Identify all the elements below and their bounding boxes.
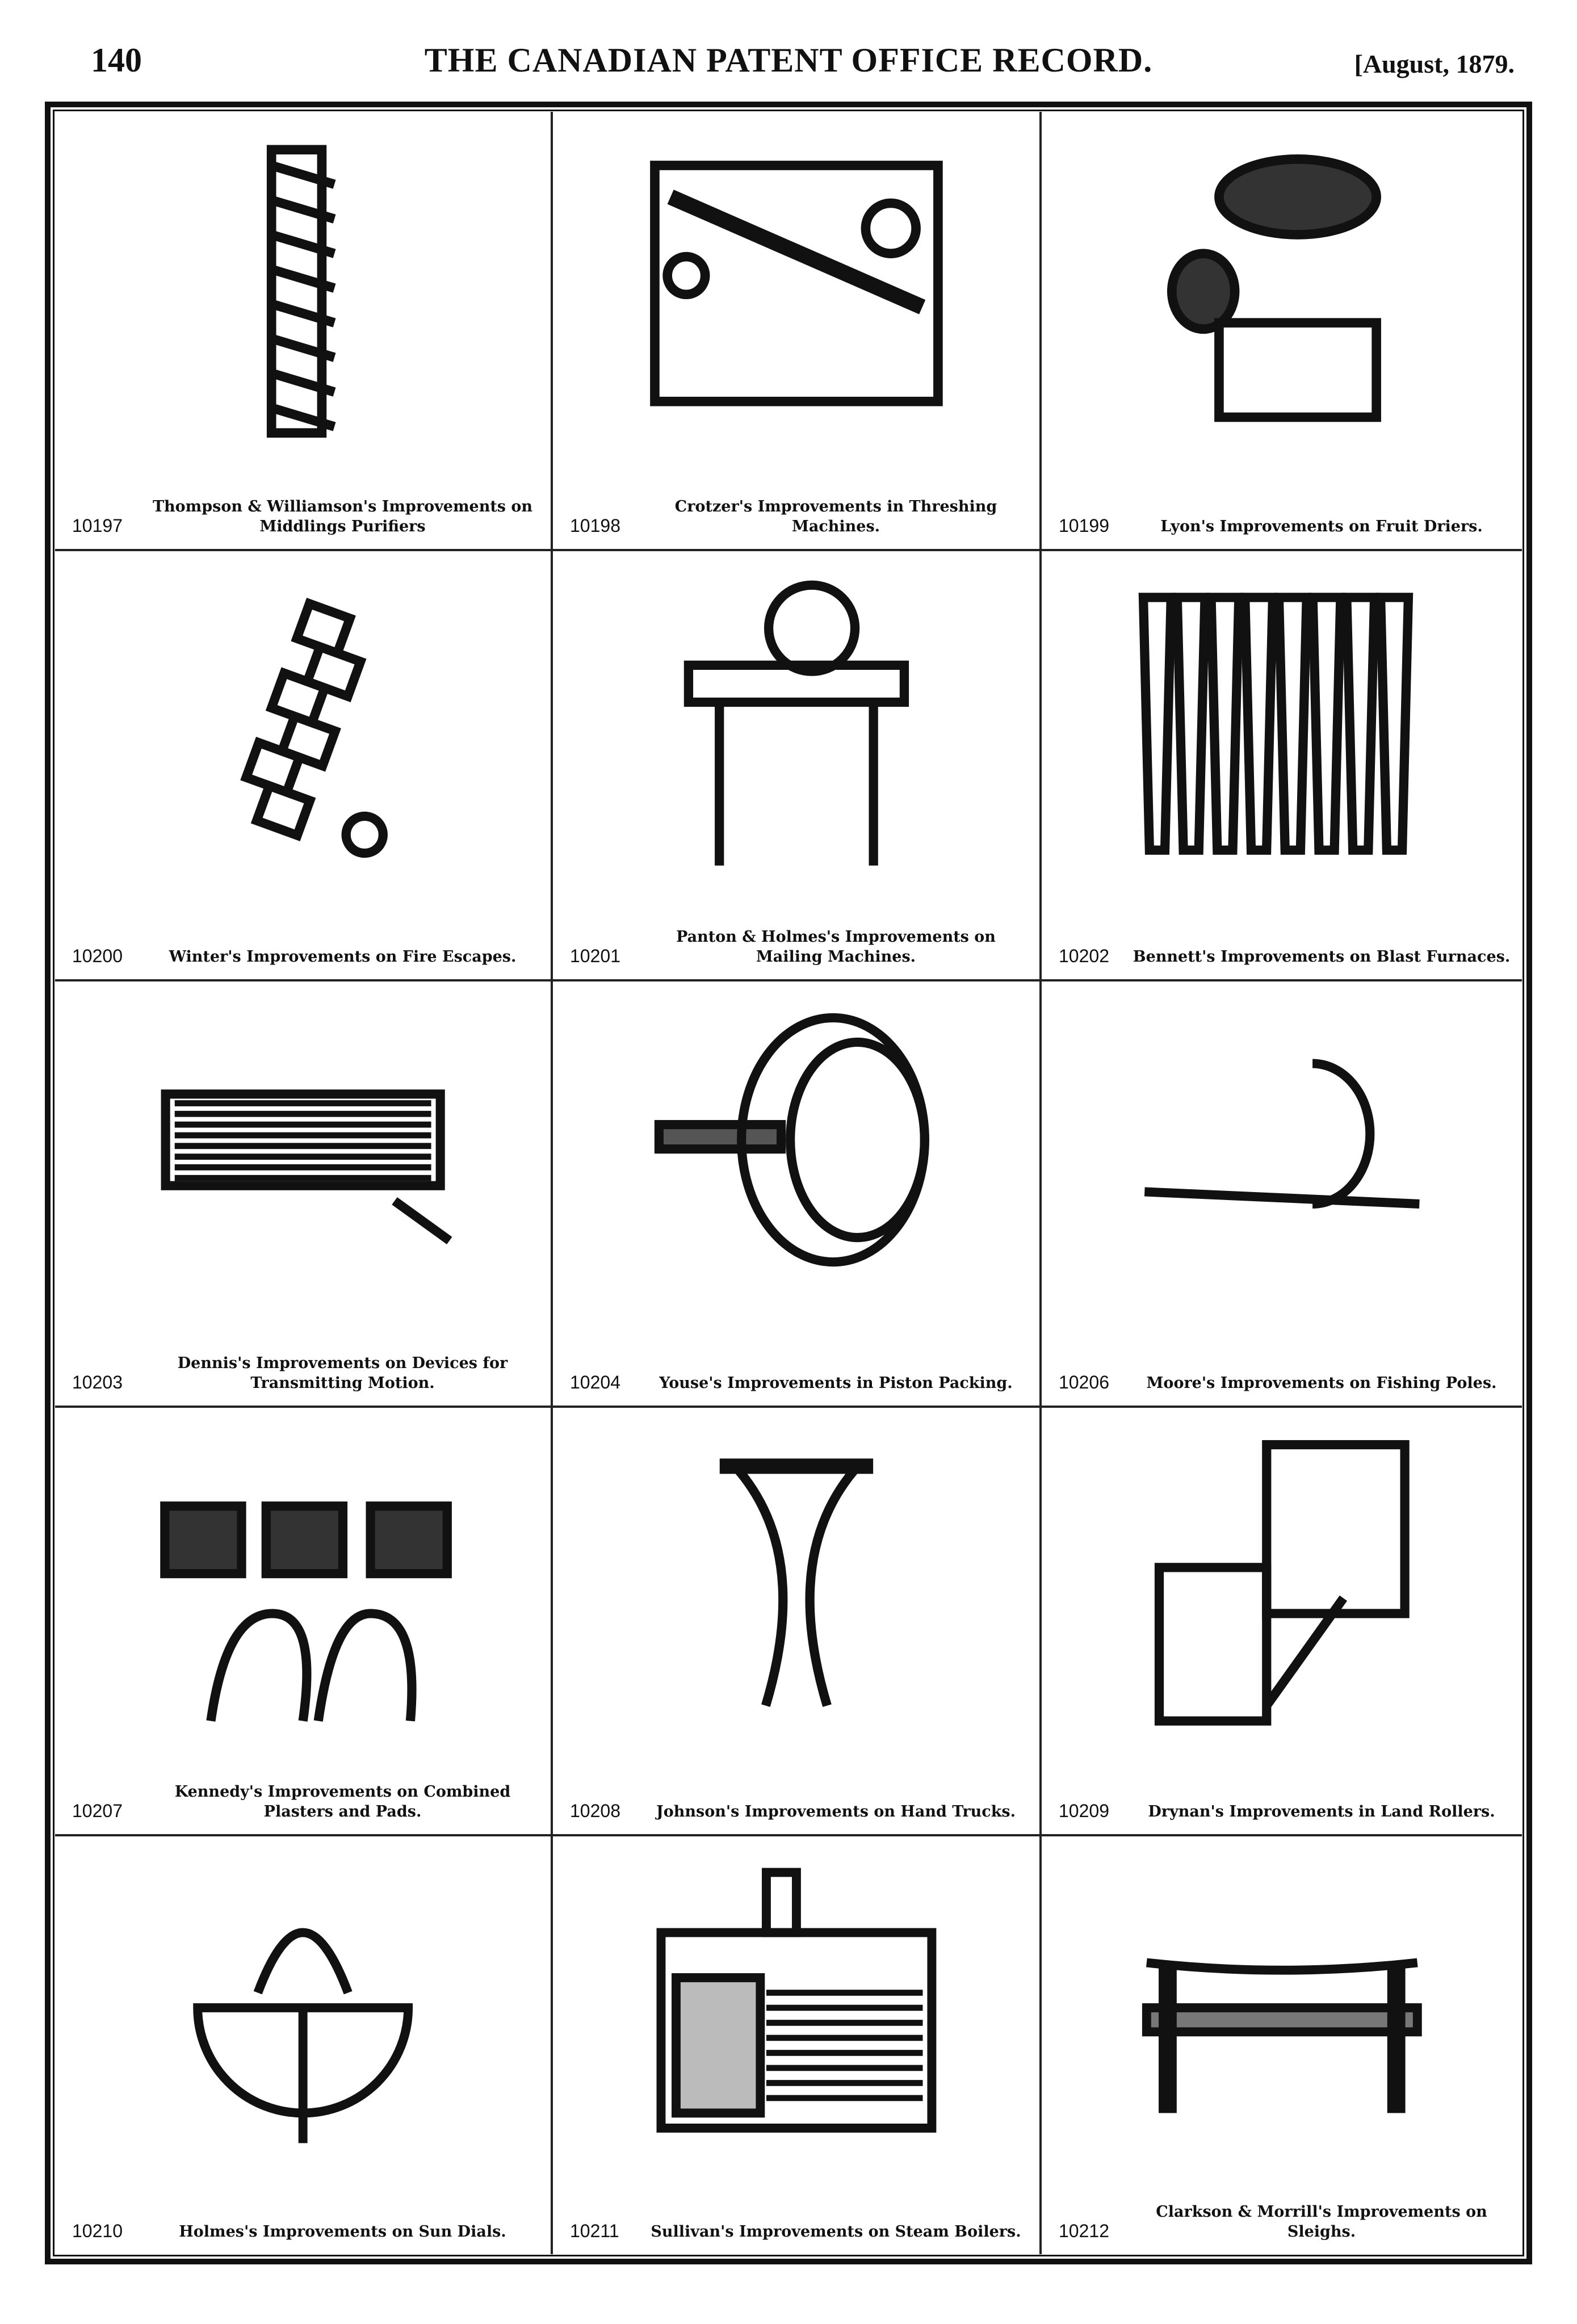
patent-title: Thompson & Williamson's Improvements on … [152, 497, 533, 535]
publication-title: THE CANADIAN PATENT OFFICE RECORD. [424, 41, 1153, 79]
patent-entry: 10210 Holmes's Improvements on Sun Dials. [55, 1836, 553, 2254]
patent-caption: 10211 Sullivan's Improvements on Steam Bo… [570, 2221, 1028, 2242]
patent-number: 10210 [72, 2221, 123, 2241]
patent-illustration [266, 144, 336, 438]
patent-entry: 10207 Kennedy's Improvements on Combined … [55, 1408, 553, 1836]
patent-number: 10206 [1059, 1372, 1109, 1392]
patent-entry: 10212 Clarkson & Morrill's Improvements o… [1042, 1836, 1522, 2254]
patent-number: 10211 [570, 2221, 619, 2241]
patent-number: 10199 [1059, 515, 1109, 536]
patent-title: Drynan's Improvements in Land Rollers. [1148, 1802, 1495, 1820]
patent-title: Kennedy's Improvements on Combined Plast… [174, 1782, 511, 1820]
patent-illustration [719, 1458, 873, 1707]
patent-title: Moore's Improvements on Fishing Poles. [1146, 1374, 1497, 1392]
patent-illustration-grid: 10197 Thompson & Williamson's Improvement… [45, 102, 1532, 2264]
patent-number: 10209 [1059, 1801, 1109, 1821]
patent-caption: 10207 Kennedy's Improvements on Combined … [72, 1782, 539, 1822]
issue-date: [August, 1879. [1354, 49, 1515, 78]
patent-entry: 10199 Lyon's Improvements on Fruit Driers… [1042, 112, 1522, 551]
patent-entry: 10200 Winter's Improvements on Fire Escap… [55, 551, 553, 981]
patent-caption: 10206 Moore's Improvements on Fishing Pol… [1059, 1372, 1511, 1393]
patent-illustration [683, 580, 909, 866]
patent-number: 10207 [72, 1801, 123, 1821]
patent-illustration [654, 1013, 929, 1267]
patent-entry: 10209 Drynan's Improvements in Land Rolle… [1042, 1408, 1522, 1836]
patent-entry: 10211 Sullivan's Improvements on Steam Bo… [553, 1836, 1042, 2254]
patent-entry: 10208 Johnson's Improvements on Hand Truc… [553, 1408, 1042, 1836]
patent-title: Lyon's Improvements on Fruit Driers. [1160, 517, 1483, 535]
patent-title: Crotzer's Improvements in Threshing Mach… [674, 497, 997, 535]
patent-illustration [1142, 1958, 1422, 2113]
patent-entry: 10204 Youse's Improvements in Piston Pack… [553, 981, 1042, 1408]
patent-number: 10197 [72, 515, 123, 536]
patent-entry: 10206 Moore's Improvements on Fishing Pol… [1042, 981, 1522, 1408]
patent-entry: 10198 Crotzer's Improvements in Threshing… [553, 112, 1042, 551]
patent-title: Panton & Holmes's Improvements on Mailin… [676, 928, 996, 966]
patent-number: 10212 [1059, 2221, 1109, 2241]
patent-caption: 10198 Crotzer's Improvements in Threshing… [570, 497, 1028, 536]
patent-title: Holmes's Improvements on Sun Dials. [179, 2222, 506, 2241]
patent-number: 10201 [570, 946, 620, 966]
patent-title: Sullivan's Improvements on Steam Boilers… [651, 2222, 1021, 2241]
patent-caption: 10202 Bennett's Improvements on Blast Fur… [1059, 946, 1511, 967]
patent-title: Johnson's Improvements on Hand Trucks. [656, 1802, 1016, 1820]
patent-caption: 10210 Holmes's Improvements on Sun Dials. [72, 2221, 539, 2242]
patent-illustration [656, 1868, 936, 2133]
patent-caption: 10212 Clarkson & Morrill's Improvements o… [1059, 2202, 1511, 2242]
patent-illustration [649, 160, 943, 406]
patent-caption: 10203 Dennis's Improvements on Devices fo… [72, 1353, 539, 1393]
patent-caption: 10200 Winter's Improvements on Fire Escap… [72, 946, 539, 967]
patent-title: Youse's Improvements in Piston Packing. [659, 1374, 1013, 1392]
patent-number: 10200 [72, 946, 123, 966]
patent-number: 10208 [570, 1801, 620, 1821]
patent-number: 10204 [570, 1372, 620, 1392]
patent-caption: 10204 Youse's Improvements in Piston Pack… [570, 1372, 1028, 1393]
patent-title: Winter's Improvements on Fire Escapes. [169, 947, 517, 966]
patent-title: Bennett's Improvements on Blast Furnaces… [1133, 947, 1511, 966]
patent-illustration [160, 1501, 452, 1722]
patent-illustration [240, 597, 388, 858]
patent-illustration [1167, 154, 1381, 422]
patent-title: Dennis's Improvements on Devices for Tra… [177, 1354, 508, 1392]
patent-illustration [1138, 592, 1413, 855]
patent-entry: 10197 Thompson & Williamson's Improvement… [55, 112, 553, 551]
patent-number: 10198 [570, 515, 620, 536]
patent-illustration [1144, 1059, 1420, 1209]
patent-caption: 10209 Drynan's Improvements in Land Rolle… [1059, 1801, 1511, 1822]
patent-illustration [1154, 1440, 1410, 1726]
patent-caption: 10197 Thompson & Williamson's Improvement… [72, 497, 539, 536]
patent-illustration [193, 1928, 413, 2143]
patent-number: 10202 [1059, 946, 1109, 966]
patent-caption: 10208 Johnson's Improvements on Hand Truc… [570, 1801, 1028, 1822]
patent-illustration [161, 1089, 452, 1245]
patent-caption: 10201 Panton & Holmes's Improvements on M… [570, 927, 1028, 967]
patent-number: 10203 [72, 1372, 123, 1392]
patent-entry: 10202 Bennett's Improvements on Blast Fur… [1042, 551, 1522, 981]
patent-entry: 10203 Dennis's Improvements on Devices fo… [55, 981, 553, 1408]
page-number: 140 [91, 41, 142, 79]
patent-entry: 10201 Panton & Holmes's Improvements on M… [553, 551, 1042, 981]
patent-caption: 10199 Lyon's Improvements on Fruit Driers… [1059, 515, 1511, 536]
patent-title: Clarkson & Morrill's Improvements on Sle… [1156, 2203, 1487, 2241]
